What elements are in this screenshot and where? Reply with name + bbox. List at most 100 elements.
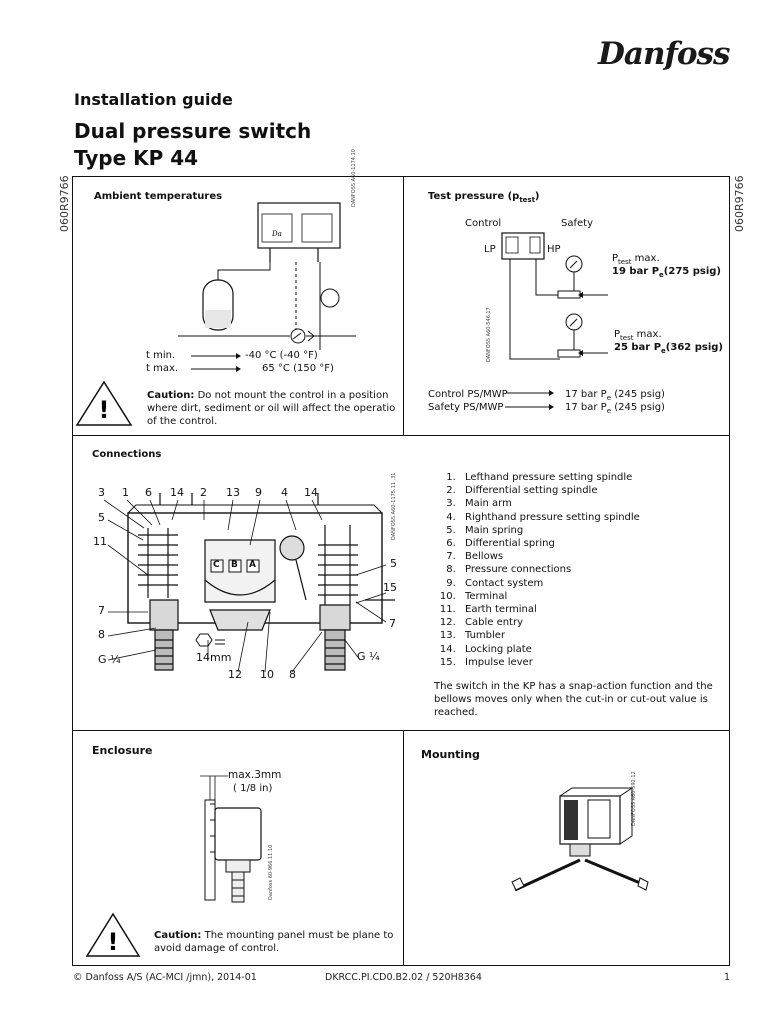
enclosure-max-inch: ( 1/8 in) <box>233 783 273 794</box>
part-item: Terminal <box>459 590 640 603</box>
ptest2-value-text: 25 bar P <box>614 342 662 353</box>
callout-14a: 14 <box>170 486 184 499</box>
safety-label: Safety <box>561 218 593 229</box>
ptest1-p: P <box>612 253 619 264</box>
test-pressure-heading-text: Test pressure (p <box>428 191 520 202</box>
document-subtitle: Installation guide <box>74 90 233 109</box>
control-row-label: Control PS/MWP <box>428 389 508 400</box>
danfoss-logo: Danfoss <box>598 36 730 72</box>
control-row-value: 17 bar Pe (245 psig) <box>565 388 665 405</box>
ptest2-sub: test <box>620 334 634 342</box>
part-item: Lefthand pressure setting spindle <box>459 471 640 484</box>
callout-g1: G ¼ <box>98 653 121 666</box>
terminal-c: C <box>213 560 220 570</box>
callout-5b: 5 <box>390 557 397 570</box>
part-item: Differential setting spindle <box>459 484 640 497</box>
warning-icon-enclosure <box>85 912 141 957</box>
footer-doc-code: DKRCC.PI.CD0.B2.02 / 520H8364 <box>325 972 482 983</box>
enclosure-caution: Caution: The mounting panel must be plan… <box>154 929 394 955</box>
switch-body <box>257 202 341 249</box>
divider-vertical-top <box>403 177 404 435</box>
ptest2-p: P <box>614 329 621 340</box>
ambient-caution-bold: Caution: <box>147 390 195 401</box>
callout-8b: 8 <box>289 668 296 681</box>
part-item: Earth terminal <box>459 603 640 616</box>
ptest2-value-sub: e <box>661 347 666 355</box>
svg-text:!: ! <box>108 928 119 956</box>
test-pressure-heading: Test pressure (ptest) <box>428 191 540 204</box>
divider-vertical-bottom <box>403 730 404 966</box>
callout-4: 4 <box>281 486 288 499</box>
callout-7b: 7 <box>389 617 396 630</box>
control-row-end: (245 psig) <box>611 389 665 400</box>
ptest2-suffix: max. <box>633 329 662 340</box>
divider-top <box>73 435 729 436</box>
callout-7a: 7 <box>98 604 105 617</box>
part-item: Cable entry <box>459 616 640 629</box>
tmin-label: t min. <box>146 350 176 361</box>
content-frame <box>72 176 730 966</box>
callout-3: 3 <box>98 486 105 499</box>
ptest1-label: Ptest max. <box>612 252 660 269</box>
safety-row-label: Safety PS/MWP <box>428 402 504 413</box>
footer-copyright: © Danfoss A/S (AC-MCI /jmn), 2014-01 <box>73 972 257 983</box>
callout-10: 10 <box>260 668 274 681</box>
part-item: Locking plate <box>459 643 640 656</box>
callout-5a: 5 <box>98 511 105 524</box>
part-item: Tumbler <box>459 629 640 642</box>
safety-row-end: (245 psig) <box>611 402 665 413</box>
enclosure-heading: Enclosure <box>92 744 153 757</box>
callout-14mm: 14mm <box>196 651 232 664</box>
tmin-value: -40 °C (-40 °F) <box>245 350 318 361</box>
part-item: Impulse lever <box>459 656 640 669</box>
warning-icon-ambient <box>75 380 133 426</box>
title-line-2: Type KP 44 <box>74 146 199 170</box>
ptest2-value-end: (362 psig) <box>665 342 723 353</box>
enclosure-caution-bold: Caution: <box>154 930 202 941</box>
callout-14b: 14 <box>304 486 318 499</box>
terminal-b: B <box>231 560 238 570</box>
callout-g2: G ¼ <box>357 650 380 663</box>
hp-label: HP <box>547 244 561 255</box>
enclosure-max-label: max.3mm <box>228 769 282 781</box>
test-pressure-heading-end: ) <box>534 191 540 202</box>
ptest1-sub: test <box>618 258 632 266</box>
parts-list: Lefthand pressure setting spindle Differ… <box>437 471 640 669</box>
callout-8a: 8 <box>98 628 105 641</box>
ptest1-value-end: (275 psig) <box>663 266 721 277</box>
mounting-heading: Mounting <box>421 748 480 761</box>
enclosure-caution-text: The mounting panel must be plane to avoi… <box>154 930 394 954</box>
ptest1-value: 19 bar Pe(275 psig) <box>612 265 721 282</box>
control-label: Control <box>465 218 502 229</box>
part-item: Righthand pressure setting spindle <box>459 511 640 524</box>
ptest1-value-text: 19 bar P <box>612 266 660 277</box>
callout-13: 13 <box>226 486 240 499</box>
ptest1-value-sub: e <box>659 271 664 279</box>
part-item: Main spring <box>459 524 640 537</box>
test-pressure-heading-sub: test <box>519 196 535 204</box>
part-item: Differential spring <box>459 537 640 550</box>
callout-11: 11 <box>93 535 107 548</box>
svg-text:Da: Da <box>271 230 282 238</box>
ptest2-value: 25 bar Pe(362 psig) <box>614 341 723 358</box>
safety-row-value-text: 17 bar P <box>565 402 607 413</box>
ambient-heading: Ambient temperatures <box>94 191 223 202</box>
callout-12: 12 <box>228 668 242 681</box>
part-item: Main arm <box>459 497 640 510</box>
title-line-1: Dual pressure switch <box>74 119 312 143</box>
callout-1: 1 <box>122 486 129 499</box>
footer-page-number: 1 <box>724 972 731 983</box>
ambient-caution-text: Do not mount the control in a position w… <box>147 390 396 427</box>
safety-row-value: 17 bar Pe (245 psig) <box>565 401 665 418</box>
mounting-drawing-code: DANFOSS A60-592.12 <box>631 771 637 826</box>
part-item: Contact system <box>459 577 640 590</box>
part-item: Pressure connections <box>459 563 640 576</box>
divider-middle <box>73 730 729 731</box>
tmax-value: 65 °C (150 °F) <box>262 363 334 374</box>
control-row-sub: e <box>606 394 612 402</box>
